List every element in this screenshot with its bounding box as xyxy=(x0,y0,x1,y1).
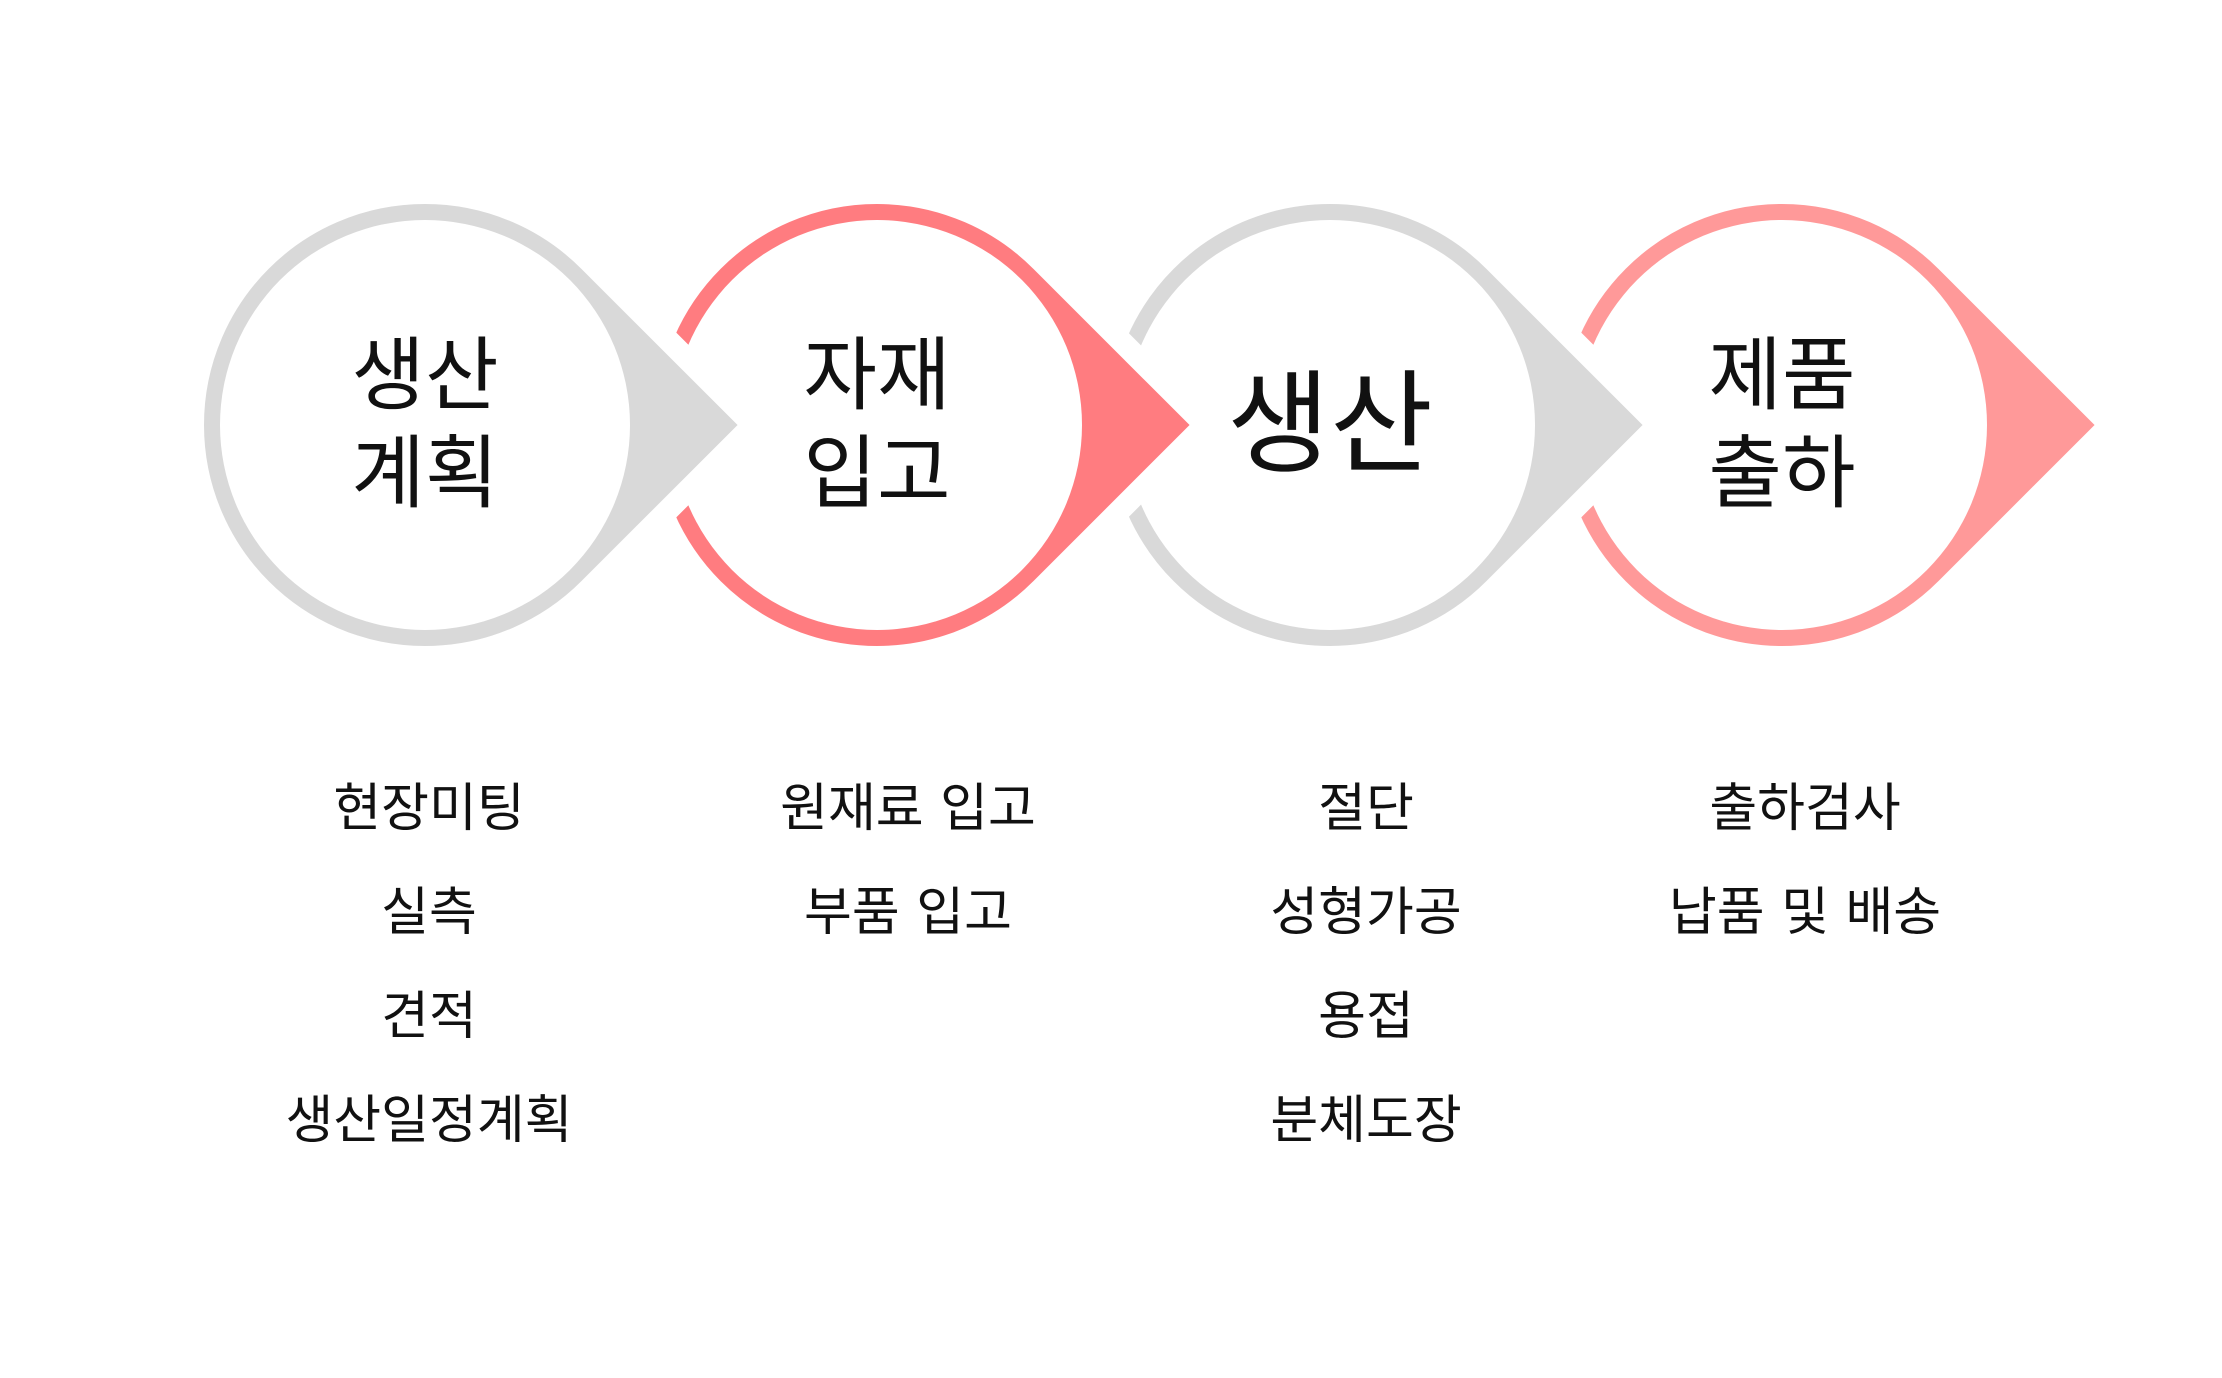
inner-circle xyxy=(220,220,630,630)
step-shape-2 xyxy=(634,182,1221,668)
step-item: 성형가공 xyxy=(1270,883,1462,943)
step-item: 출하검사 xyxy=(1709,779,1901,839)
inner-circle xyxy=(672,220,1082,630)
step-item: 현장미팅 xyxy=(333,779,525,839)
step-item: 생산일정계획 xyxy=(285,1091,573,1151)
step-item: 부품 입고 xyxy=(804,883,1012,943)
step-item: 견적 xyxy=(381,987,477,1047)
step-shape-1 xyxy=(182,182,769,668)
step-title-line: 생산 xyxy=(351,329,499,422)
step-title: 생산 xyxy=(1150,365,1510,485)
step-item: 용접 xyxy=(1318,987,1414,1047)
step-item: 분체도장 xyxy=(1270,1091,1462,1151)
step-item: 납품 및 배송 xyxy=(1668,883,1942,943)
step-item: 절단 xyxy=(1318,779,1414,839)
step-shape-3 xyxy=(1087,182,1674,668)
step-title-line: 자재 xyxy=(803,329,951,422)
step-title-line: 제품 xyxy=(1708,329,1856,422)
step-item: 원재료 입고 xyxy=(780,779,1036,839)
step-title-line: 출하 xyxy=(1708,427,1856,520)
step-item: 실측 xyxy=(381,883,477,943)
inner-circle xyxy=(1577,220,1987,630)
step-title-line: 입고 xyxy=(803,427,951,520)
step-title-line: 계획 xyxy=(351,427,499,520)
step-title-line: 생산 xyxy=(1226,360,1434,490)
inner-circle xyxy=(1125,220,1535,630)
